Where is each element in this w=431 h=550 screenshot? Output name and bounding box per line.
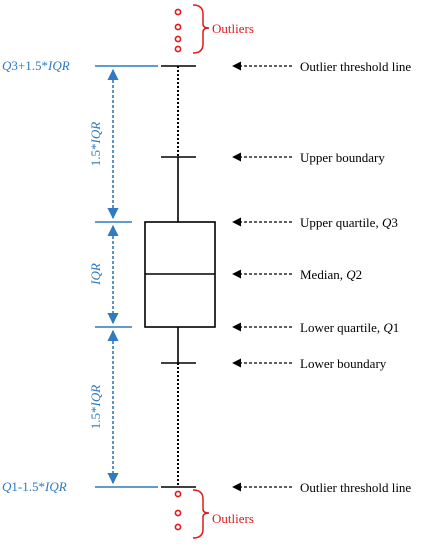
lower-threshold-formula: Q1-1.5*IQR bbox=[2, 479, 67, 494]
upper-boundary-label: Upper boundary bbox=[300, 150, 385, 165]
lower-span-label: 1.5*IQR bbox=[88, 385, 103, 429]
outlier-point bbox=[174, 490, 182, 498]
lower-quartile-label: Lower quartile, Q1 bbox=[300, 320, 399, 335]
outlier-point bbox=[174, 35, 182, 43]
outlier-point bbox=[174, 8, 182, 16]
outlier-threshold-upper-label: Outlier threshold line bbox=[300, 59, 411, 74]
upper-outliers-label: Outliers bbox=[212, 21, 254, 36]
upper-outlier-points bbox=[174, 8, 182, 53]
outlier-point bbox=[174, 523, 182, 531]
upper-span-label: 1.5*IQR bbox=[88, 122, 103, 166]
outlier-point bbox=[174, 509, 182, 517]
median-label: Median, Q2 bbox=[300, 267, 362, 282]
iqr-span-label: IQR bbox=[88, 263, 103, 286]
outlier-threshold-lower-label: Outlier threshold line bbox=[300, 480, 411, 495]
lower-boundary-label: Lower boundary bbox=[300, 356, 387, 371]
lower-outliers-brace bbox=[192, 489, 210, 539]
outlier-point bbox=[174, 45, 182, 53]
lower-outliers-label: Outliers bbox=[212, 511, 254, 526]
upper-threshold-formula: Q3+1.5*IQR bbox=[2, 58, 70, 73]
upper-outliers-brace bbox=[192, 4, 210, 54]
upper-quartile-label: Upper quartile, Q3 bbox=[300, 215, 398, 230]
outlier-point bbox=[174, 23, 182, 31]
lower-outlier-points bbox=[174, 490, 182, 531]
